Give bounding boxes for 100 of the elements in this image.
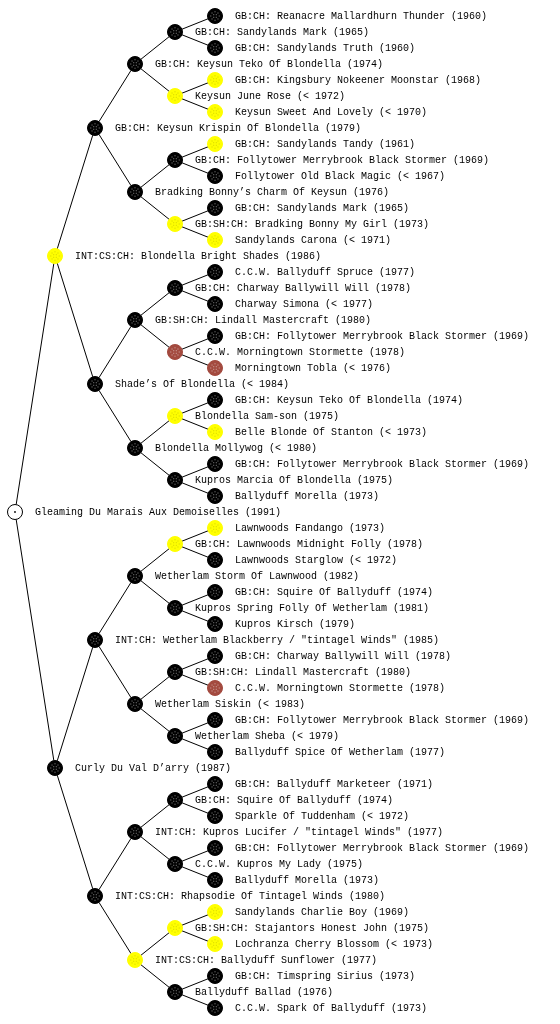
name-label: Follytower Old Black Magic (< 1967) <box>235 170 446 182</box>
name-label: GB:CH: Keysun Teko Of Blondella (1974) <box>235 394 464 406</box>
name-label: GB:CH: Follytower Merrybrook Black Stormer (1969) <box>235 458 530 470</box>
name-label: GB:SH:CH: Lindall Mastercraft (1980) <box>195 666 412 678</box>
name-label: C.C.W. Ballyduff Spruce (1977) <box>235 266 416 278</box>
connector-line <box>140 324 170 348</box>
name-label: GB:CH: Squire Of Ballyduff (1974) <box>235 586 434 598</box>
name-label: GB:CH: Squire Of Ballyduff (1974) <box>195 794 394 806</box>
connector-line <box>98 389 132 443</box>
name-label: Charway Simona (< 1977) <box>235 298 374 310</box>
name-label: GB:CH: Keysun Krispin Of Blondella (1979) <box>115 122 362 134</box>
name-label: Ballyduff Ballad (1976) <box>195 986 334 998</box>
connector-line <box>181 738 209 750</box>
name-label: Ballyduff Spice Of Wetherlam (1977) <box>235 746 446 758</box>
connector-line <box>181 850 209 862</box>
name-label: GB:SH:CH: Lindall Mastercraft (1980) <box>155 314 372 326</box>
name-label: Lawnwoods Starglow (< 1972) <box>235 554 398 566</box>
connector-line <box>98 901 132 955</box>
connector-line <box>181 482 209 494</box>
connector-line <box>56 774 94 890</box>
connector-line <box>15 518 55 762</box>
name-label: Keysun June Rose (< 1972) <box>195 90 346 102</box>
name-label: GB:CH: Follytower Merrybrook Black Stormer (1969) <box>195 154 490 166</box>
connector-line <box>181 18 209 30</box>
name-label: GB:CH: Follytower Merrybrook Black Stormer (1969) <box>235 330 530 342</box>
name-label: GB:SH:CH: Stajantors Honest John (1975) <box>195 922 430 934</box>
connector-line <box>181 674 209 686</box>
connector-line <box>140 580 170 604</box>
name-label: Lawnwoods Fandango (1973) <box>235 522 386 534</box>
connector-line <box>181 866 209 878</box>
connector-line <box>140 836 170 860</box>
name-label: Blondella Mollywog (< 1980) <box>155 442 318 454</box>
name-label: GB:CH: Timspring Sirius (1973) <box>235 970 416 982</box>
connector-line <box>140 932 170 956</box>
name-label: GB:CH: Sandylands Mark (1965) <box>195 26 370 38</box>
connector-line <box>181 786 209 798</box>
connector-line <box>140 196 170 220</box>
name-label: Ballyduff Morella (1973) <box>235 490 380 502</box>
connector-line <box>181 290 209 302</box>
name-label: Wetherlam Siskin (< 1983) <box>155 698 306 710</box>
name-label: GB:CH: Charway Ballywill Will (1978) <box>195 282 412 294</box>
connector-line <box>181 34 209 46</box>
name-label: Wetherlam Storm Of Lawnwood (1982) <box>155 570 360 582</box>
name-label: INT:CS:CH: Rhapsodie Of Tintagel Winds (1980) <box>115 890 386 902</box>
name-label: GB:CH: Sandylands Tandy (1961) <box>235 138 416 150</box>
connector-line <box>181 594 209 606</box>
name-label: GB:CH: Kingsbury Nokeener Moonstar (1968) <box>235 74 482 86</box>
connector-line <box>181 610 209 622</box>
connector-line <box>98 133 132 187</box>
connector-line <box>140 68 170 92</box>
name-label: INT:CH: Kupros Lucifer / "tintagel Winds" (1977) <box>155 826 444 838</box>
name-label: C.C.W. Spark Of Ballyduff (1973) <box>235 1002 428 1014</box>
connector-line <box>140 420 170 444</box>
connector-line <box>181 914 209 926</box>
connector-line <box>56 262 94 378</box>
name-label: Shade’s Of Blondella (< 1984) <box>115 378 290 390</box>
connector-line <box>181 274 209 286</box>
name-label: GB:CH: Sandylands Mark (1965) <box>235 202 410 214</box>
connector-line <box>181 210 209 222</box>
name-label: Sandylands Charlie Boy (1969) <box>235 906 410 918</box>
connector-line <box>140 36 170 60</box>
connector-line <box>181 530 209 542</box>
connector-line <box>181 402 209 414</box>
connector-line <box>140 164 170 188</box>
name-label: GB:CH: Lawnwoods Midnight Folly (1978) <box>195 538 424 550</box>
connector-line <box>140 708 170 732</box>
connector-line <box>181 658 209 670</box>
connector-line <box>98 837 132 891</box>
connector-line <box>181 82 209 94</box>
connector-line <box>181 146 209 158</box>
connector-line <box>181 978 209 990</box>
name-label: GB:CH: Reanacre Mallardhurn Thunder (1960) <box>235 10 488 22</box>
name-label: GB:CH: Follytower Merrybrook Black Stormer (1969) <box>235 714 530 726</box>
connector-line <box>181 98 209 110</box>
connector-line <box>140 804 170 828</box>
name-label: Keysun Sweet And Lovely (< 1970) <box>235 106 428 118</box>
name-label: GB:CH: Keysun Teko Of Blondella (1974) <box>155 58 384 70</box>
connector-line <box>98 325 132 379</box>
name-label: GB:CH: Charway Ballywill Will (1978) <box>235 650 452 662</box>
name-label: Lochranza Cherry Blossom (< 1973) <box>235 938 434 950</box>
connector-line <box>181 466 209 478</box>
connector-line <box>181 930 209 942</box>
name-label: C.C.W. Morningtown Stormette (1978) <box>195 346 406 358</box>
name-label: Curly Du Val D’arry (1987) <box>75 762 232 774</box>
name-label: Bradking Bonny’s Charm Of Keysun (1976) <box>155 186 390 198</box>
connector-line <box>15 262 55 506</box>
name-label: Sandylands Carona (< 1971) <box>235 234 392 246</box>
connector-line <box>181 418 209 430</box>
name-label: INT:CS:CH: Ballyduff Sunflower (1977) <box>155 954 378 966</box>
connector-line <box>56 134 94 250</box>
connector-line <box>140 676 170 700</box>
connector-line <box>98 69 132 123</box>
connector-line <box>181 722 209 734</box>
name-label: Sparkle Of Tuddenham (< 1972) <box>235 810 410 822</box>
connector-line <box>181 546 209 558</box>
connector-line <box>140 452 170 476</box>
name-label: Kupros Marcia Of Blondella (1975) <box>195 474 394 486</box>
name-label: Ballyduff Morella (1973) <box>235 874 380 886</box>
name-label: Morningtown Tobla (< 1976) <box>235 362 392 374</box>
connector-line <box>56 646 94 762</box>
